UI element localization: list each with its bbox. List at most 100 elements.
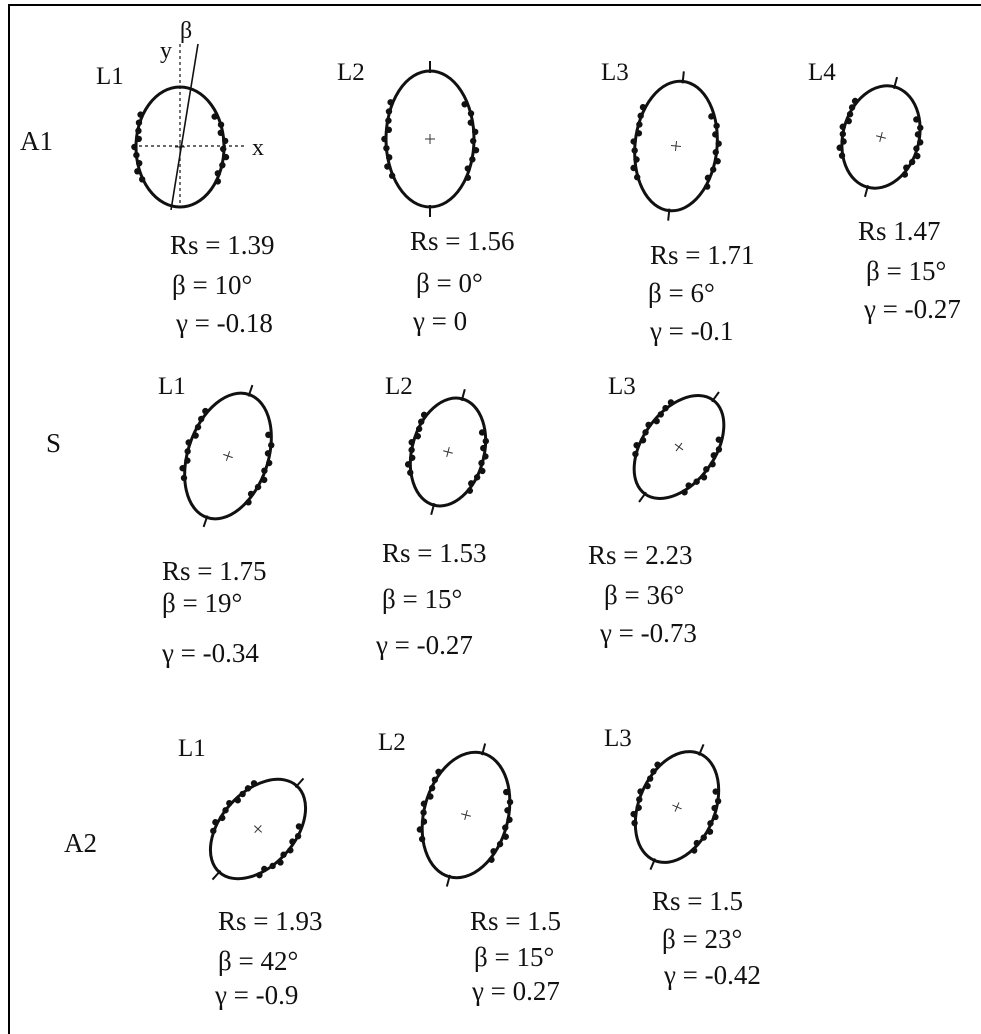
ellipse-a1-l1-point — [219, 162, 226, 169]
ellipse-s-l3-top-tick — [711, 391, 720, 403]
stat-rs-a1-l4: Rs 1.47 — [858, 216, 941, 246]
ellipse-a1-l3-point — [714, 158, 721, 165]
ellipse-a1-l1-point — [134, 168, 141, 175]
ellipse-a2-l3-point — [711, 804, 718, 812]
ellipse-s-l3-point — [703, 466, 710, 473]
ellipse-a1-l1-point — [217, 129, 224, 136]
ellipse-a1-l1-point — [133, 151, 140, 159]
stat-rs-s-l1: Rs = 1.75 — [162, 556, 267, 586]
ellipse-a2-l2-point — [420, 818, 428, 825]
ellipse-a2-l1-point — [219, 814, 226, 822]
ellipse-s-l1-point — [192, 432, 199, 439]
stat-rs-a1-l3: Rs = 1.71 — [650, 240, 755, 270]
ellipse-s-l2-point — [480, 444, 487, 452]
stat-rs-a1-l1: Rs = 1.39 — [170, 230, 275, 260]
ellipse-s-l2-point — [409, 454, 416, 461]
ellipse-s-l3 — [632, 391, 726, 503]
ellipse-s-l1-center-mark — [223, 451, 233, 461]
panel-label-s-l2: L2 — [385, 373, 413, 400]
ellipse-a2-l1-point — [212, 819, 219, 826]
beta-axis-label: β — [180, 18, 192, 44]
ellipse-a1-l2-point — [469, 156, 476, 163]
ellipse-s-l2-bottom-tick — [430, 502, 436, 516]
ellipse-a2-l1-point — [250, 780, 258, 787]
ellipse-a2-l2-point — [488, 856, 495, 863]
ellipse-s-l1-point — [247, 490, 255, 498]
ellipse-a1-l2-point — [384, 163, 391, 170]
ellipse-a2-l2-top-tick — [481, 743, 487, 756]
ellipse-a2-l2-point — [428, 784, 436, 792]
ellipse-a1-l4-point — [914, 152, 921, 160]
ellipse-s-l3-point — [645, 421, 652, 429]
ellipse-a1-l1-point — [214, 170, 222, 177]
ellipse-a1-l3 — [630, 71, 722, 221]
panel-label-s-l1: L1 — [158, 373, 186, 400]
ellipse-a1-l1-point — [220, 145, 227, 153]
ellipse-a1-l3-point — [710, 166, 717, 173]
ellipse-s-l2-point — [467, 480, 475, 487]
ellipse-a1-l3-point — [633, 156, 640, 163]
ellipse-s-l2-point — [482, 453, 489, 460]
ellipse-a1-l4-point — [839, 130, 847, 138]
ellipse-s-l2-point — [478, 429, 486, 436]
ellipse-a1-l2-point — [383, 144, 390, 152]
ellipse-s-l3-point — [657, 411, 665, 418]
ellipse-s-l3-point — [710, 452, 717, 459]
stat-rs-a2-l2: Rs = 1.5 — [470, 906, 561, 936]
ellipse-a2-l2-point — [504, 807, 511, 814]
ellipse-s-l2-point — [420, 411, 428, 419]
stat-beta-a1-l3: β = 6° — [648, 278, 715, 308]
ellipse-a2-l3-point — [706, 828, 714, 835]
stat-beta-a1-l4: β = 15° — [866, 256, 946, 286]
ellipse-s-l2-point — [408, 446, 415, 454]
ellipse-a2-l3-point — [712, 813, 719, 821]
stat-beta-a1-l1: β = 10° — [172, 270, 252, 300]
stat-rs-s-l3: Rs = 2.23 — [588, 540, 693, 570]
ellipse-a2-l3-point — [646, 775, 654, 782]
ellipse-a2-l2-point — [503, 788, 510, 796]
ellipse-a1-l1-point — [221, 137, 229, 145]
ellipse-a1-l3-point — [715, 140, 722, 147]
ellipse-a2-l3-point — [637, 788, 644, 795]
ellipse-a1-l2-point — [464, 165, 472, 172]
ellipse-s-l2-point — [482, 437, 490, 445]
ellipse-s-l1-point — [265, 431, 272, 439]
ellipse-a2-l3-point — [636, 796, 643, 803]
ellipse-a1-l4-point — [839, 123, 846, 130]
ellipse-a2-l2-bottom-tick — [445, 874, 451, 887]
ellipse-a2-l2-point — [427, 793, 434, 800]
ellipse-s-l3-point — [715, 436, 723, 443]
beta-axis-line — [170, 43, 199, 211]
ellipse-a1-l2-point — [381, 135, 388, 143]
ellipse-s-l2-point — [417, 418, 425, 425]
ellipse-s-l2-point — [404, 461, 412, 468]
ellipse-a2-l3-point — [654, 761, 661, 768]
ellipse-a1-l4-point — [914, 131, 922, 138]
ellipse-a2-l1-point — [269, 862, 276, 870]
ellipse-a1-l2 — [381, 61, 480, 217]
x-axis-label: x — [252, 135, 264, 161]
ellipse-a1-l1 — [131, 85, 230, 209]
panel-label-a2-l1: L1 — [178, 735, 206, 762]
ellipse-a2-l3-point — [712, 788, 719, 795]
ellipse-a2-l1-point — [287, 847, 294, 854]
ellipse-a2-l1-point — [210, 827, 217, 835]
ellipse-a2-l2-point — [490, 848, 497, 855]
ellipse-a1-l3-point — [635, 130, 643, 137]
ellipse-a1-l3-point — [636, 121, 643, 128]
ellipse-a1-l1-point — [222, 153, 230, 161]
row-label-a2: A2 — [64, 828, 97, 858]
ellipse-a2-l3 — [630, 744, 722, 870]
ellipse-a1-l3-point — [631, 147, 638, 154]
ellipse-a1-l2-point — [471, 128, 479, 136]
ellipse-a2-l1-point — [295, 823, 303, 830]
ellipse-a2-l2-point — [420, 800, 428, 807]
ellipse-s-l2-point — [407, 469, 414, 476]
ellipse-a1-l4-point — [901, 171, 909, 178]
ellipse-a1-l3-bottom-tick — [667, 208, 671, 221]
stat-beta-a2-l1: β = 42° — [218, 946, 298, 976]
ellipse-s-l3-point — [709, 460, 716, 468]
ellipse-a1-l2-point — [387, 99, 394, 106]
ellipse-a1-l3-point — [712, 131, 719, 138]
ellipse-s-l1-point — [261, 467, 268, 474]
